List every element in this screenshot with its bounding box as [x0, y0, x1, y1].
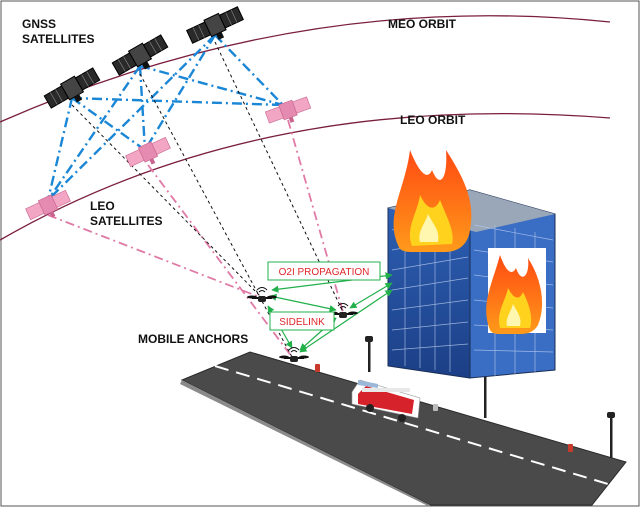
gnss-anchor-links: [71, 41, 344, 358]
gnss-satellite-icon: [43, 67, 101, 109]
leo-label-line1: LEO: [90, 199, 115, 213]
flame-icon: [393, 150, 472, 252]
road: [180, 351, 627, 507]
mobile-anchors-label: MOBILE ANCHORS: [138, 332, 248, 346]
road-center-line: [214, 365, 609, 485]
leo-orbit-arc: [0, 112, 611, 241]
sidelink-label: SIDELINK: [279, 317, 325, 328]
leo-satellite-icon: [125, 136, 171, 168]
gnss-satellite-icon: [186, 6, 244, 44]
gnss-links: [46, 34, 284, 201]
leo-satellite-icon: [25, 189, 71, 221]
leo-satellite-icon: [264, 96, 312, 124]
fire-truck-icon: [351, 379, 421, 422]
gnss-label-line1: GNSS: [22, 17, 56, 31]
meo-orbit-label: MEO ORBIT: [388, 17, 457, 31]
o2i-propagation-box: [267, 261, 381, 281]
o2i-propagation-label: O2I PROPAGATION: [279, 267, 370, 278]
hydrants: [315, 364, 573, 452]
drone-icon: [279, 347, 309, 362]
gnss-satellite-icon: [111, 34, 169, 76]
gnss-label-line2: SATELLITES: [22, 32, 94, 46]
flame-icon: [486, 255, 543, 334]
drone-icon: [247, 287, 277, 302]
leo-orbit-label: LEO ORBIT: [400, 113, 466, 127]
sidelink-box: [269, 311, 335, 331]
leo-label-line2: SATELLITES: [90, 214, 162, 228]
